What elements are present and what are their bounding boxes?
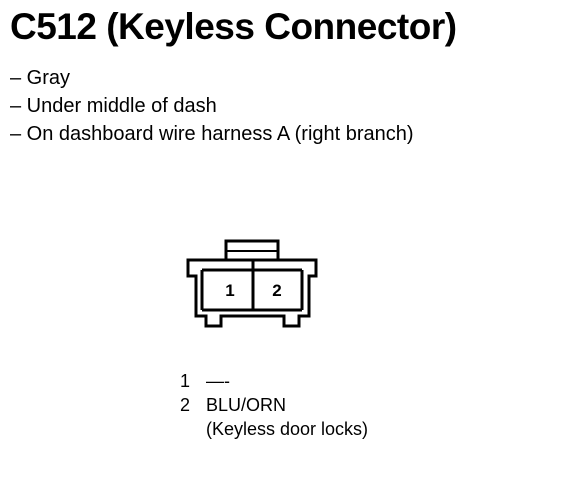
circuit-description: (Keyless door locks) — [206, 419, 369, 439]
pin-number: 2 — [180, 395, 191, 415]
connector-details-list: – Gray – Under middle of dash – On dashb… — [10, 64, 414, 148]
harness-detail: – On dashboard wire harness A (right bra… — [10, 123, 414, 145]
pinout-list: 1 —- 2 BLU/ORN (Keyless door locks) — [180, 369, 368, 441]
color-detail: – Gray — [10, 67, 71, 89]
pinout-row: 1 —- — [180, 369, 368, 393]
pin-number: 1 — [180, 371, 191, 391]
pin-2-label: 2 — [272, 281, 281, 300]
wire-color: BLU/ORN — [206, 395, 287, 415]
pin-1-label: 1 — [225, 281, 234, 300]
connector-face-diagram: 1 2 — [186, 239, 318, 328]
wire-color: —- — [206, 371, 230, 391]
connector-title: C512 (Keyless Connector) — [10, 6, 457, 47]
pinout-row: 2 BLU/ORN (Keyless door locks) — [180, 393, 368, 441]
location-detail: – Under middle of dash — [10, 95, 217, 117]
connector-housing — [186, 258, 318, 328]
